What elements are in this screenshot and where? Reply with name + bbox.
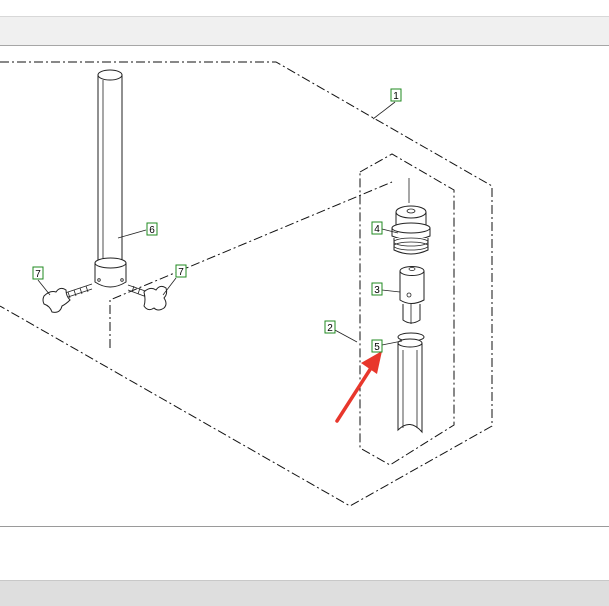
window-top-strip <box>0 0 609 17</box>
parts-diagram-viewer: 1 2 3 4 5 6 7 7 <box>0 46 609 527</box>
callout-6: 6 <box>146 222 158 236</box>
sleeve-tube-part-5 <box>397 332 425 434</box>
star-knob-left-part-7 <box>42 283 93 313</box>
callout-2-label: 2 <box>327 323 333 334</box>
callout-5-label: 5 <box>374 342 380 353</box>
star-knob-right-part-7 <box>127 284 168 311</box>
callout-7-right: 7 <box>175 264 187 278</box>
callout-1: 1 <box>390 88 402 102</box>
callout-2: 2 <box>324 320 336 334</box>
callout-6-label: 6 <box>149 225 155 236</box>
callout-7-right-label: 7 <box>178 267 184 278</box>
assembly-2-boundary <box>359 153 455 466</box>
plug-cap-part-4 <box>391 205 431 255</box>
bottom-status-bar <box>0 580 609 606</box>
exploded-parts-diagram: 1 2 3 4 5 6 7 7 <box>0 61 493 507</box>
callout-4: 4 <box>371 221 383 235</box>
callout-4-label: 4 <box>374 224 380 235</box>
coupling-part-3 <box>399 266 425 324</box>
callout-1-label: 1 <box>393 91 399 102</box>
callout-3: 3 <box>371 282 383 296</box>
viewer-toolbar <box>0 17 609 46</box>
callout-5: 5 <box>371 339 383 353</box>
assembly-inner-boundary <box>109 181 393 348</box>
lower-pane <box>0 527 609 580</box>
callout-3-label: 3 <box>374 285 380 296</box>
leader-lines <box>37 101 410 346</box>
callout-7-left: 7 <box>32 266 44 280</box>
assembly-1-boundary <box>0 61 493 507</box>
post-tube-part-6 <box>94 69 127 288</box>
red-annotation-arrow <box>335 351 382 423</box>
callout-7-left-label: 7 <box>35 269 41 280</box>
